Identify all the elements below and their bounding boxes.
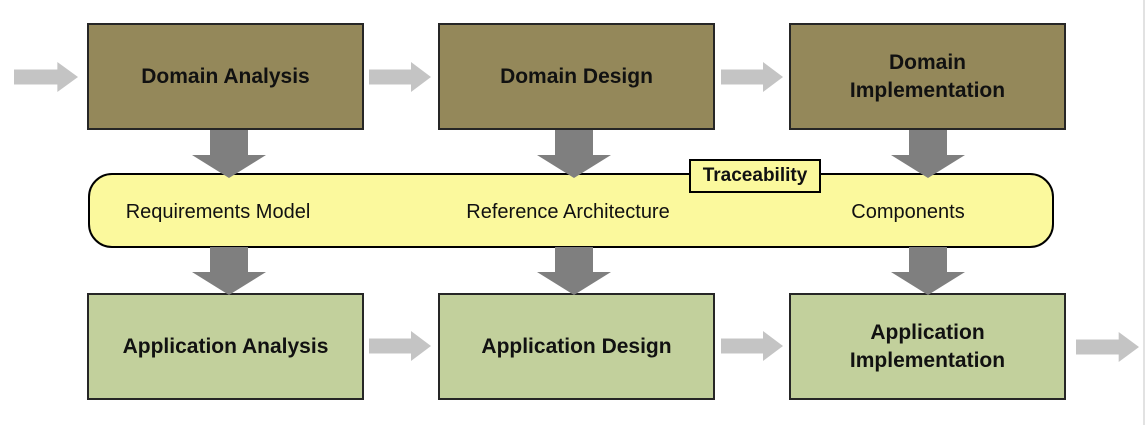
box-application-implementation: Application Implementation: [789, 293, 1066, 400]
flow-arrow-right-icon: [369, 331, 431, 366]
arrow-down-icon: [537, 247, 611, 300]
traceability-tag: Traceability: [689, 159, 821, 193]
box-label-line: Application: [870, 320, 985, 344]
arrow-down-icon: [192, 130, 266, 183]
box-application-analysis: Application Analysis: [87, 293, 364, 400]
artifact-label: Requirements Model: [125, 201, 311, 223]
box-domain-analysis: Domain Analysis: [87, 23, 364, 130]
flow-arrow-right-icon: [369, 62, 431, 97]
artifact-components: Components: [758, 173, 1058, 248]
box-domain-implementation: Domain Implementation: [789, 23, 1066, 130]
arrow-down-icon: [537, 130, 611, 183]
box-application-design: Application Design: [438, 293, 715, 400]
box-domain-design: Domain Design: [438, 23, 715, 130]
box-label-line: Domain Design: [500, 64, 653, 88]
box-label-line: Domain: [888, 50, 966, 74]
flow-in-arrow-icon: [14, 62, 78, 97]
traceability-tag-label: Traceability: [702, 165, 808, 186]
box-label-line: Application Analysis: [122, 334, 329, 358]
arrow-down-icon: [192, 247, 266, 300]
artifact-requirements-model: Requirements Model: [68, 173, 368, 248]
box-label-line: Domain Analysis: [141, 64, 310, 88]
box-label-line: Application Design: [481, 334, 672, 358]
box-label-line: Implementation: [849, 78, 1006, 102]
slide-right-border: [1143, 0, 1145, 425]
artifact-label: Components: [851, 201, 965, 223]
arrow-down-icon: [891, 247, 965, 300]
flow-out-arrow-icon: [1076, 332, 1139, 367]
flow-arrow-right-icon: [721, 62, 783, 97]
arrow-down-icon: [891, 130, 965, 183]
box-label-line: Implementation: [849, 348, 1006, 372]
artifact-reference-architecture: Reference Architecture: [418, 173, 718, 248]
artifact-label: Reference Architecture: [466, 201, 670, 223]
flow-arrow-right-icon: [721, 331, 783, 366]
